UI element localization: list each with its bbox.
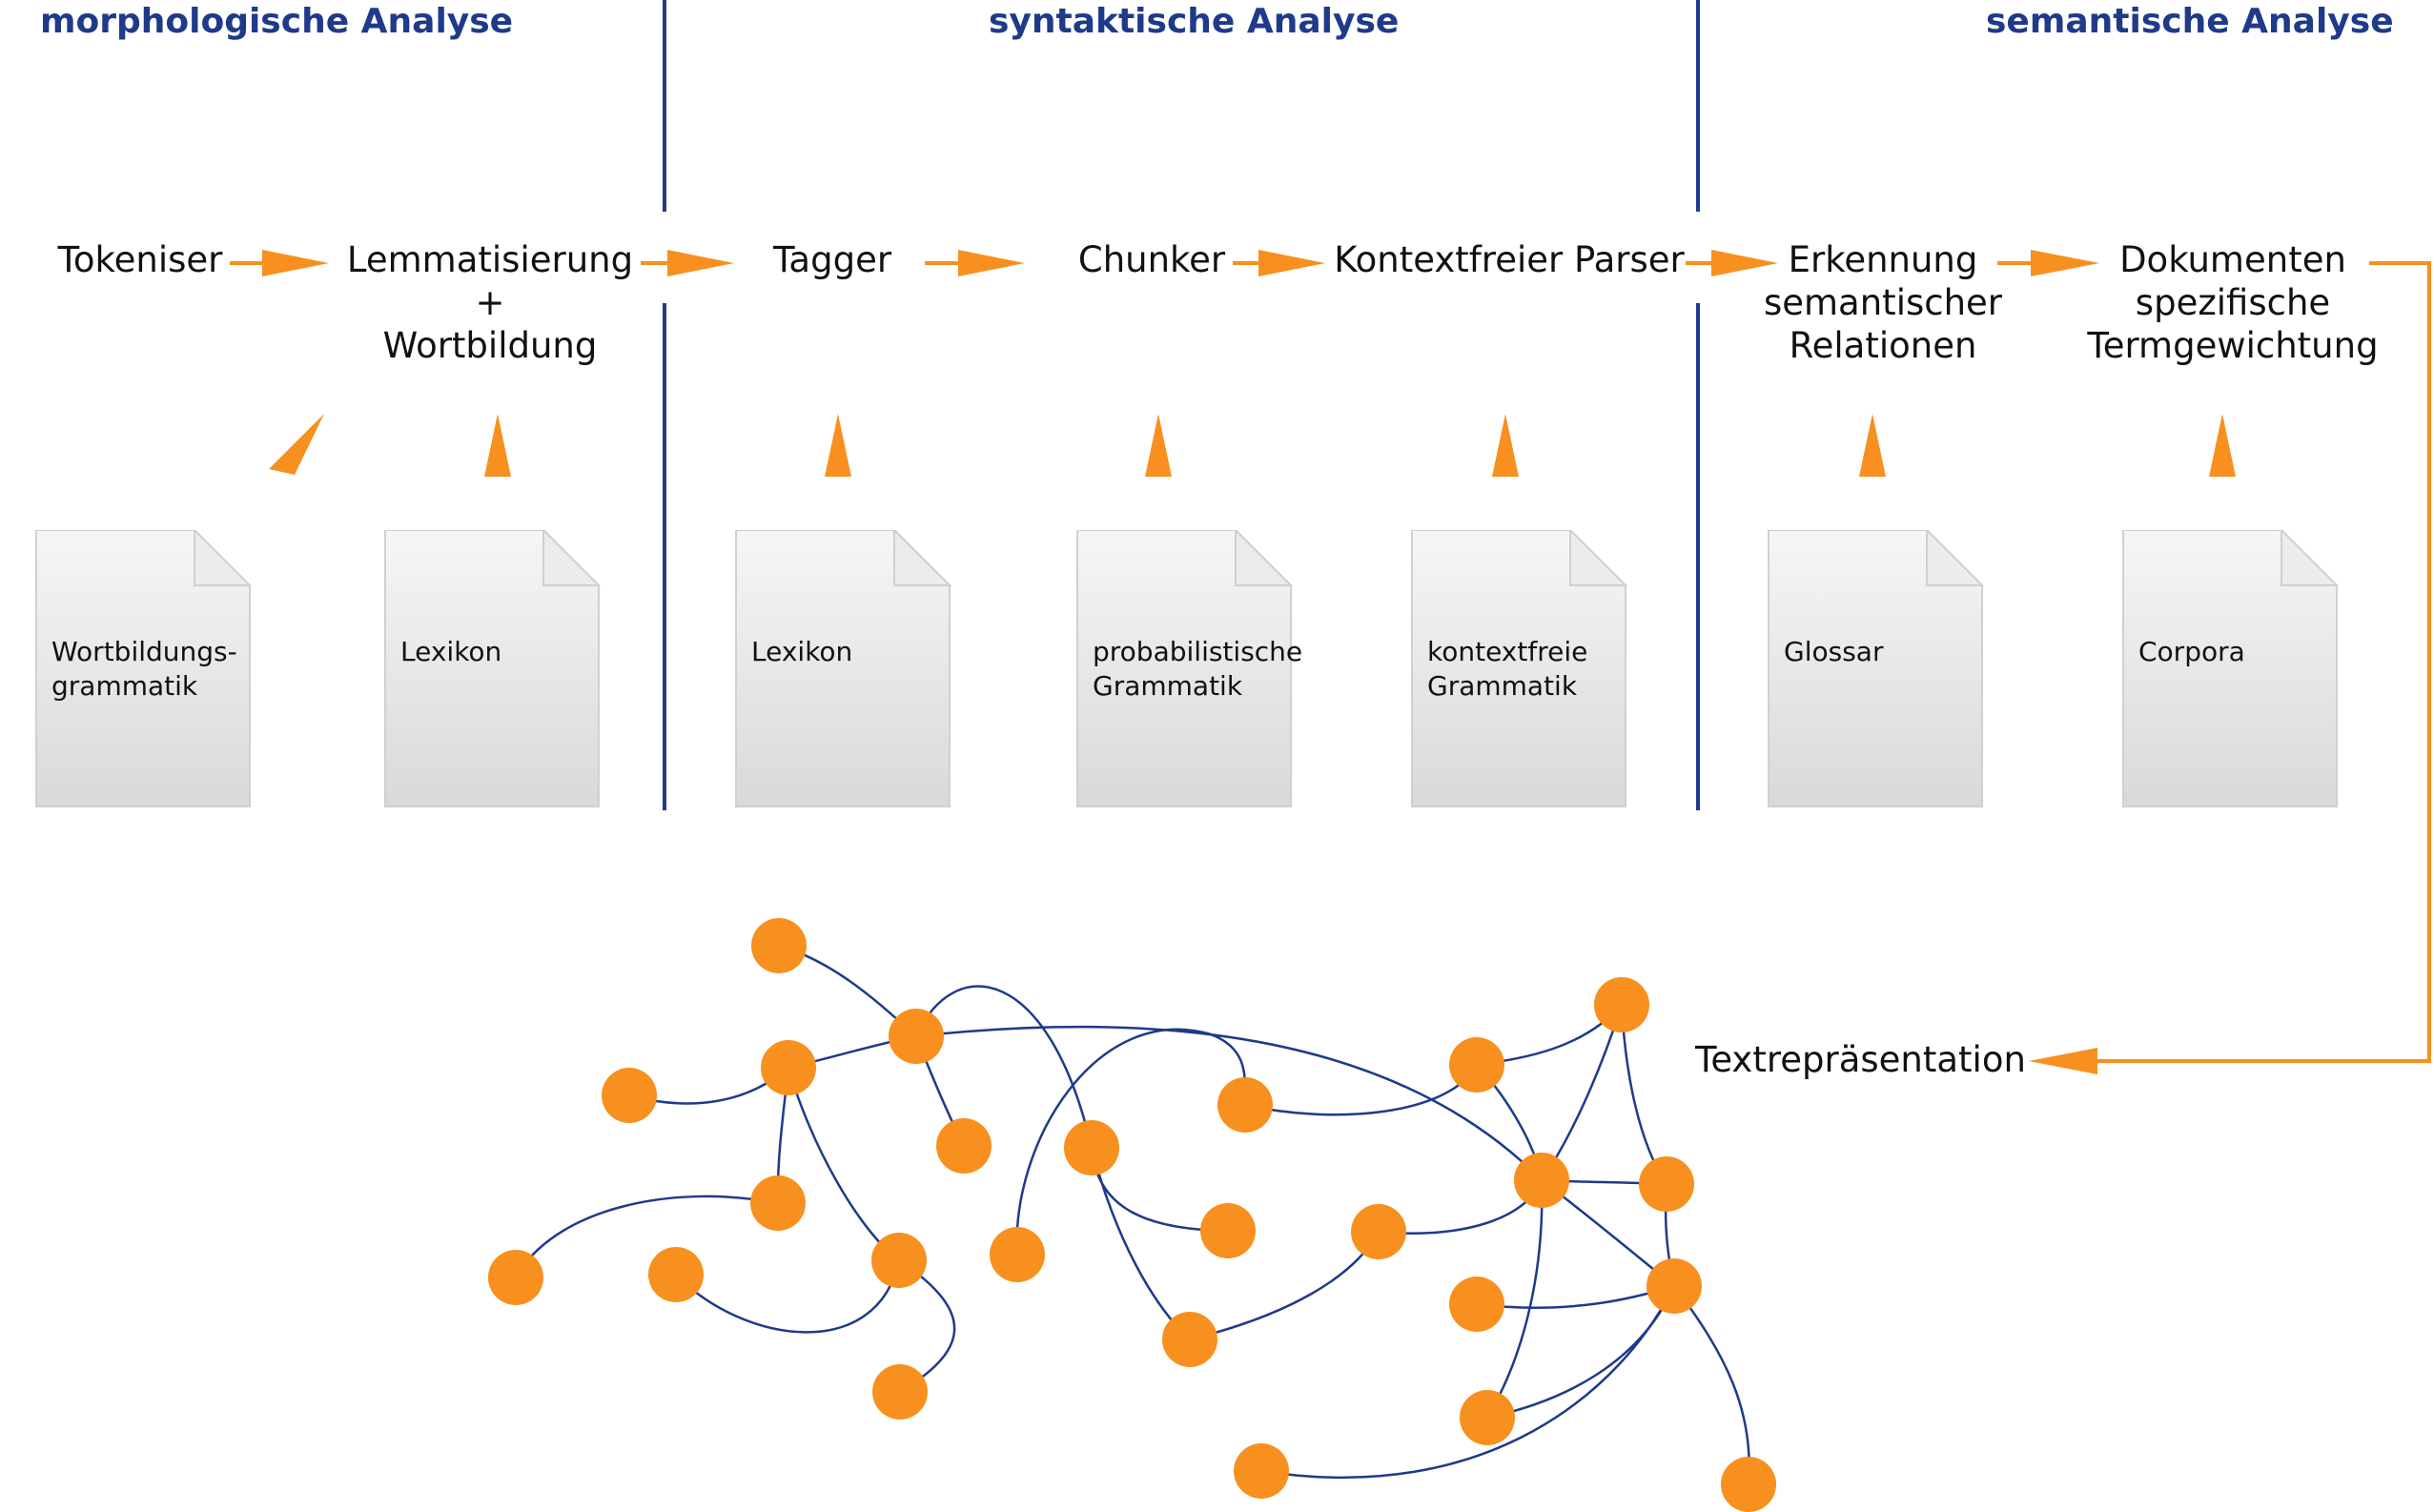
graph-edge xyxy=(1015,1028,1247,1256)
graph-node xyxy=(1351,1204,1406,1259)
arrow-icon xyxy=(1492,414,1519,477)
graph-edge xyxy=(1620,1004,1668,1185)
graph-edge xyxy=(1244,1064,1479,1116)
graph-edge xyxy=(915,1025,1543,1181)
resource-document: Wortbildungs-grammatik xyxy=(34,530,254,808)
graph-node xyxy=(761,1040,816,1095)
graph-edge xyxy=(514,1195,779,1278)
graph-node xyxy=(1639,1156,1694,1212)
step-parser: Kontextfreier Parser xyxy=(1334,239,1685,280)
graph-node xyxy=(1721,1457,1776,1512)
step-tokeniser: Tokeniser xyxy=(57,239,223,280)
arrow-icon xyxy=(1686,250,1778,276)
graph-node xyxy=(1234,1443,1289,1499)
graph-node xyxy=(750,1175,806,1231)
graph-node xyxy=(488,1250,543,1305)
graph-node xyxy=(602,1068,657,1123)
graph-nodes xyxy=(488,918,1776,1512)
section-title-semantics: semantische Analyse xyxy=(1986,2,2394,41)
graph-node xyxy=(872,1364,928,1420)
graph-node xyxy=(936,1118,992,1174)
graph-node xyxy=(751,918,807,973)
arrow-icon xyxy=(269,414,324,475)
resource-label: Wortbildungs-grammatik xyxy=(51,636,237,702)
graph-node xyxy=(871,1233,927,1288)
graph-edges xyxy=(514,944,1750,1485)
graph-node xyxy=(889,1009,944,1064)
resource-arrows xyxy=(269,414,2236,477)
step-lemmatisierung: Lemmatisierung+Wortbildung xyxy=(346,239,634,366)
arrow-icon xyxy=(1997,250,2099,276)
arrow-icon xyxy=(1145,414,1172,477)
graph-node xyxy=(1449,1037,1504,1093)
arrow-icon xyxy=(1233,250,1325,276)
graph-node xyxy=(1449,1277,1504,1332)
graph-node xyxy=(1514,1153,1569,1208)
arrow-icon xyxy=(1859,414,1886,477)
graph-edge xyxy=(1476,1284,1675,1309)
output-path xyxy=(2029,261,2431,1074)
graph-node xyxy=(1647,1258,1702,1314)
resource-label: Lexikon xyxy=(751,636,853,667)
graph-edge xyxy=(1540,1004,1624,1181)
step-chunker: Chunker xyxy=(1077,239,1226,280)
arrow-icon xyxy=(484,414,511,477)
graph-edge xyxy=(675,1259,901,1334)
graph-edge xyxy=(914,985,1094,1149)
resource-document: Glossar xyxy=(1767,530,1986,808)
section-title-syntax: syntaktische Analyse xyxy=(989,2,1400,41)
graph-edge xyxy=(1673,1285,1750,1485)
arrow-icon xyxy=(230,250,329,276)
step-tagger: Tagger xyxy=(772,239,892,280)
arrow-left-icon xyxy=(2029,1048,2097,1074)
graph-edge xyxy=(1090,1147,1191,1340)
resource-document: Lexikon xyxy=(383,530,603,808)
resource-document: Lexikon xyxy=(734,530,953,808)
graph-node xyxy=(1064,1120,1119,1175)
arrow-icon xyxy=(641,250,734,276)
graph-edge xyxy=(787,1067,900,1262)
graph-node xyxy=(1162,1312,1217,1367)
output-label: Textrepräsentation xyxy=(1695,1039,2026,1080)
graph-node xyxy=(1200,1203,1256,1258)
resource-label: Corpora xyxy=(2138,636,2245,667)
graph-node xyxy=(1460,1390,1515,1445)
graph-edge xyxy=(1260,1285,1676,1480)
section-title-morphology: morphologische Analyse xyxy=(40,2,514,41)
arrow-icon xyxy=(825,414,851,477)
graph-node xyxy=(1217,1077,1273,1133)
arrow-icon xyxy=(2209,414,2236,477)
resource-label: Glossar xyxy=(1784,636,1884,667)
graph-node xyxy=(1594,977,1649,1032)
resource-document: Corpora xyxy=(2121,530,2341,808)
arrow-icon xyxy=(925,250,1025,276)
graph-node xyxy=(990,1227,1045,1282)
graph-node xyxy=(648,1247,704,1302)
step-arrows xyxy=(230,250,2099,276)
resource-label: Lexikon xyxy=(400,636,502,667)
